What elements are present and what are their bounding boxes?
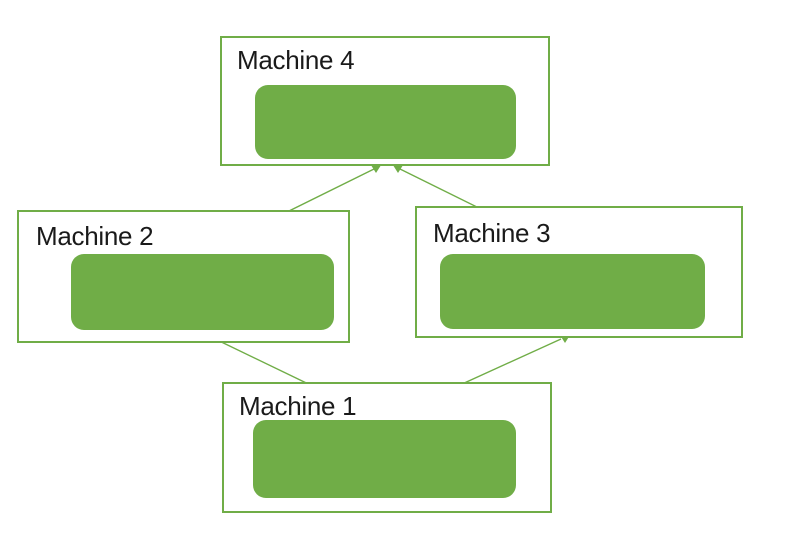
node-label-machine-4: Machine 4 — [237, 45, 355, 75]
node-machine-3[interactable]: Machine 3 — [415, 206, 743, 338]
node-machine-2[interactable]: Machine 2 — [17, 210, 350, 343]
machine-4-shape[interactable] — [255, 85, 516, 159]
node-machine-4[interactable]: Machine 4 — [220, 36, 550, 166]
node-label-machine-3: Machine 3 — [433, 218, 551, 248]
machine-3-shape[interactable] — [440, 254, 705, 329]
node-label-machine-2: Machine 2 — [36, 221, 154, 251]
node-machine-1[interactable]: Machine 1 — [222, 382, 552, 513]
node-label-machine-1: Machine 1 — [239, 391, 357, 421]
machine-2-shape[interactable] — [71, 254, 334, 330]
machine-1-shape[interactable] — [253, 420, 516, 498]
